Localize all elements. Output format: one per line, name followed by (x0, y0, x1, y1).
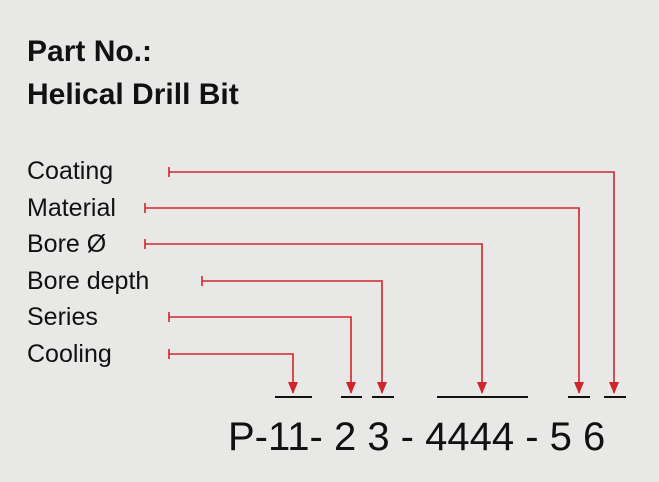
connector-material (145, 207, 584, 394)
label-series: Series (27, 303, 98, 331)
label-bore-depth: Bore depth (27, 267, 150, 295)
label-coating: Coating (27, 157, 114, 185)
part-number-code: P-11- 2 3 - 4444 - 5 6 (228, 415, 606, 459)
diagram-title: Part No.: Helical Drill Bit (27, 30, 239, 116)
connector-coating (169, 171, 619, 394)
title-line-1: Part No.: (27, 35, 153, 68)
connector-bore-depth (202, 280, 387, 394)
title-line-2: Helical Drill Bit (27, 78, 239, 111)
connector-bore-diameter (145, 243, 487, 394)
label-cooling: Cooling (27, 340, 112, 368)
connector-series (169, 316, 356, 394)
label-material: Material (27, 194, 116, 222)
connector-cooling (169, 353, 298, 394)
label-bore-diameter: Bore Ø (27, 230, 107, 258)
